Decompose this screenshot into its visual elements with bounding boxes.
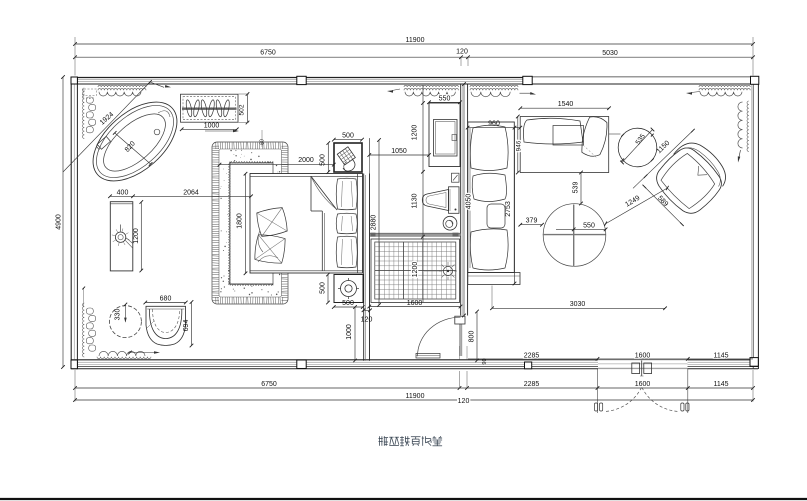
svg-text:5030: 5030 <box>602 50 618 57</box>
svg-text:11900: 11900 <box>406 393 425 400</box>
svg-text:2285: 2285 <box>524 381 540 388</box>
svg-text:120: 120 <box>458 398 470 405</box>
svg-text:550: 550 <box>439 95 451 102</box>
svg-text:946: 946 <box>516 140 523 151</box>
svg-text:1130: 1130 <box>412 193 419 208</box>
svg-text:2285: 2285 <box>524 353 540 360</box>
svg-text:1600: 1600 <box>635 353 651 360</box>
svg-text:120: 120 <box>361 317 373 324</box>
svg-text:550: 550 <box>583 223 595 230</box>
svg-text:1600: 1600 <box>407 300 423 307</box>
svg-text:11900: 11900 <box>406 37 425 44</box>
svg-text:2000: 2000 <box>298 157 314 164</box>
svg-text:539: 539 <box>573 182 580 194</box>
svg-text:120: 120 <box>456 49 468 56</box>
svg-text:60: 60 <box>260 139 266 145</box>
svg-text:1145: 1145 <box>713 353 728 360</box>
svg-text:1050: 1050 <box>391 148 407 155</box>
svg-text:379: 379 <box>526 218 538 225</box>
svg-text:1600: 1600 <box>635 381 651 388</box>
svg-text:4900: 4900 <box>56 214 63 230</box>
svg-text:2064: 2064 <box>183 189 199 196</box>
svg-text:400: 400 <box>117 189 129 196</box>
svg-text:4050: 4050 <box>466 194 473 210</box>
svg-text:1200: 1200 <box>412 262 419 278</box>
svg-text:550: 550 <box>583 223 595 230</box>
svg-text:330: 330 <box>115 309 122 321</box>
svg-text:6750: 6750 <box>260 50 276 57</box>
svg-text:2880: 2880 <box>371 215 378 231</box>
svg-text:120: 120 <box>458 398 470 405</box>
svg-text:502: 502 <box>239 104 246 115</box>
svg-text:1000: 1000 <box>346 324 353 340</box>
svg-text:960: 960 <box>488 120 500 127</box>
svg-text:1200: 1200 <box>133 228 140 244</box>
svg-text:1200: 1200 <box>412 262 419 278</box>
svg-text:500: 500 <box>320 282 327 294</box>
svg-text:500: 500 <box>342 132 354 139</box>
svg-text:500: 500 <box>320 154 327 166</box>
svg-text:1000: 1000 <box>204 123 220 130</box>
svg-text:2753: 2753 <box>505 201 512 217</box>
svg-text:1540: 1540 <box>558 101 574 108</box>
svg-text:1145: 1145 <box>713 353 728 360</box>
svg-text:946: 946 <box>516 140 523 151</box>
svg-text:11900: 11900 <box>406 393 425 400</box>
svg-text:1800: 1800 <box>237 213 244 229</box>
svg-text:800: 800 <box>469 331 476 343</box>
svg-text:2000: 2000 <box>298 157 314 164</box>
svg-text:1145: 1145 <box>713 381 728 388</box>
svg-text:680: 680 <box>160 296 172 303</box>
svg-text:4050: 4050 <box>466 194 473 210</box>
svg-text:1200: 1200 <box>412 125 419 141</box>
svg-text:3030: 3030 <box>570 301 586 308</box>
svg-text:500: 500 <box>342 300 354 307</box>
svg-text:694: 694 <box>183 320 190 332</box>
svg-text:1800: 1800 <box>237 213 244 229</box>
svg-text:2285: 2285 <box>524 353 540 360</box>
svg-text:6750: 6750 <box>261 381 277 388</box>
svg-text:90: 90 <box>482 358 488 364</box>
svg-text:1600: 1600 <box>635 353 651 360</box>
svg-text:550: 550 <box>439 95 451 102</box>
